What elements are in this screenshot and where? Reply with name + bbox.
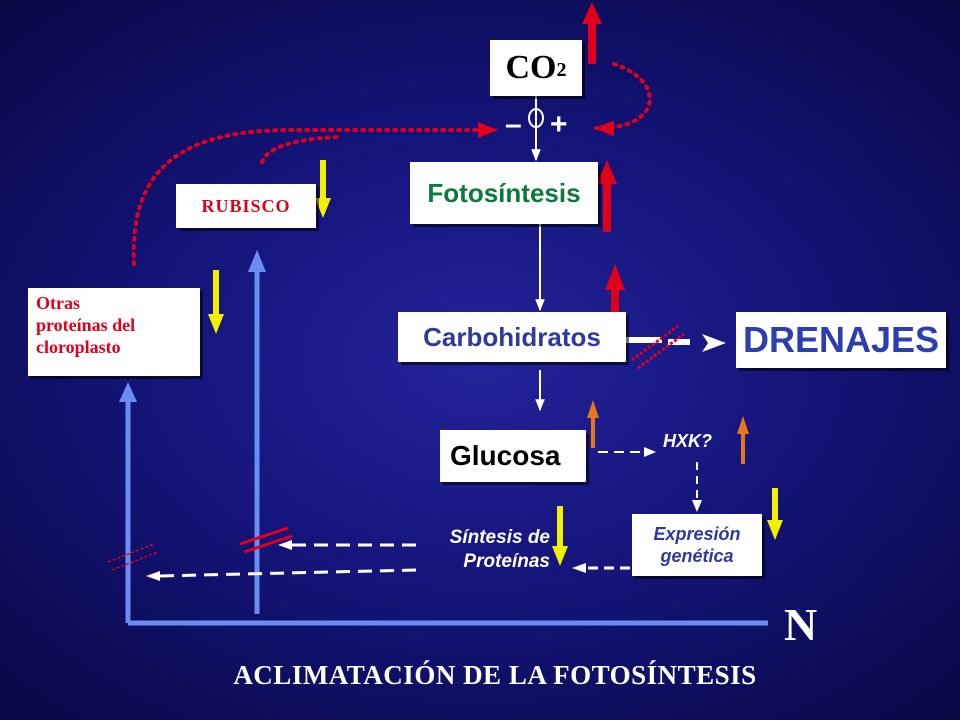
hxk-label: HXK?	[663, 431, 712, 451]
expresion-to-sintesis-arrow	[572, 563, 630, 573]
co2-label: CO	[505, 49, 557, 86]
drenajes-node: DRENAJES	[736, 312, 946, 368]
fotosintesis-increase-arrow-icon	[597, 160, 617, 232]
expresion-genetica-node: Expresión genética	[632, 514, 762, 576]
otras-proteinas-negative-feedback-curve	[131, 122, 498, 266]
hxk-increase-arrow-icon	[737, 416, 749, 464]
rubisco-decrease-arrow-icon	[315, 160, 331, 218]
drenajes-block-mark	[631, 324, 685, 370]
otras-proteinas-decrease-arrow-icon	[208, 270, 224, 334]
rubisco-feedback-curve	[260, 135, 342, 164]
co2-positive-feedback-curve	[594, 62, 652, 137]
otras-proteinas-rise-arrow	[119, 382, 137, 623]
co2-subscript: 2	[556, 58, 567, 81]
rubisco-block-mark	[239, 526, 293, 554]
positive-regulation-sign: +	[550, 108, 568, 141]
otras-proteinas-node: Otras proteínas del cloroplasto	[28, 288, 200, 376]
glucosa-to-hxk-arrow	[598, 447, 656, 457]
fotosintesis-node: Fotosíntesis	[410, 162, 598, 224]
sintesis-proteinas-label: Síntesis de Proteínas	[449, 527, 550, 572]
slide-title: ACLIMATACIÓN DE LA FOTOSÍNTESIS	[233, 660, 757, 690]
hxk-to-expresion-arrow	[692, 462, 702, 512]
expresion-decrease-arrow-icon	[767, 488, 783, 540]
sintesis-to-rubisco-arrow	[278, 540, 416, 550]
co2-increase-arrow-icon	[582, 2, 602, 64]
glucosa-increase-arrow-icon	[587, 400, 599, 448]
regulation-node-icon	[528, 108, 544, 128]
glucosa-node: Glucosa	[440, 430, 586, 482]
rubisco-node: RUBISCO	[176, 184, 316, 228]
carbohidratos-to-drenajes-arrow	[626, 334, 726, 352]
negative-regulation-sign: –	[505, 108, 522, 141]
n-axis-label: N	[784, 599, 818, 650]
sintesis-to-otras-arrow	[146, 568, 417, 581]
rubisco-rise-arrow	[248, 250, 266, 614]
sintesis-decrease-arrow-icon	[552, 506, 568, 566]
otras-block-mark	[107, 543, 159, 571]
carbohidratos-node: Carbohidratos	[398, 312, 626, 362]
